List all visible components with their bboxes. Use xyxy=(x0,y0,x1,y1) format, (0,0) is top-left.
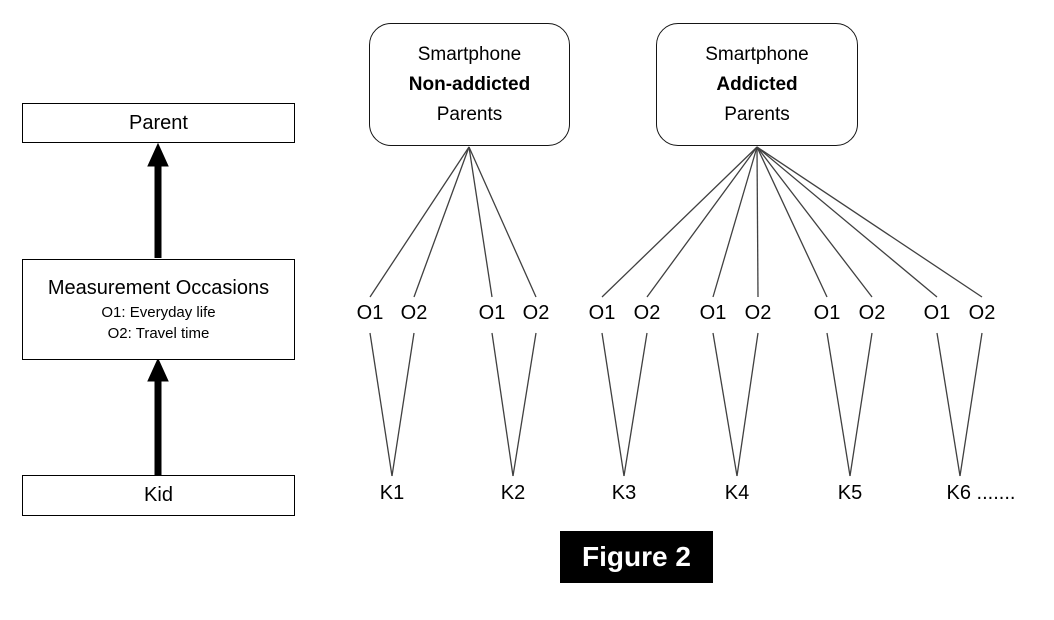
occasion-label: O1 xyxy=(923,302,951,324)
parent-label: Parent xyxy=(129,111,188,134)
parent-box: Parent xyxy=(22,103,295,143)
occasion-label: O2 xyxy=(858,302,886,324)
nonaddicted-parents-box: Smartphone Non-addicted Parents xyxy=(369,23,570,146)
figure-caption: Figure 2 xyxy=(560,531,713,583)
measurement-to-parent-arrow xyxy=(147,142,169,258)
kid-k5-label: K5 xyxy=(837,482,863,504)
kid-k4-label: K4 xyxy=(724,482,750,504)
occasion-to-kid-lines xyxy=(369,332,983,477)
occasion-label: O2 xyxy=(744,302,772,324)
measurement-o1-label: O1: Everyday life xyxy=(101,304,216,321)
measurement-o2-label: O2: Travel time xyxy=(107,325,210,342)
kid-k3-label: K3 xyxy=(611,482,637,504)
fan-lines-addicted xyxy=(601,146,983,298)
addicted-line1: Smartphone xyxy=(705,43,809,65)
occasion-label: O2 xyxy=(968,302,996,324)
kid-label: Kid xyxy=(144,484,173,506)
kid-to-measurement-arrow xyxy=(147,357,169,475)
measurement-occasions-box: Measurement Occasions O1: Everyday life … xyxy=(22,259,295,360)
kid-k2-label: K2 xyxy=(500,482,526,504)
nonaddicted-line2: Non-addicted xyxy=(408,73,531,95)
addicted-line2: Addicted xyxy=(716,73,798,95)
addicted-line3: Parents xyxy=(724,103,790,125)
kid-k1-label: K1 xyxy=(379,482,405,504)
nonaddicted-line1: Smartphone xyxy=(417,43,522,65)
occasion-label: O2 xyxy=(522,302,550,324)
occasion-label: O1 xyxy=(478,302,506,324)
fan-lines-nonaddicted xyxy=(369,146,537,298)
measurement-title: Measurement Occasions xyxy=(47,277,270,299)
addicted-parents-box: Smartphone Addicted Parents xyxy=(656,23,858,146)
occasion-label: O1 xyxy=(813,302,841,324)
occasion-label: O2 xyxy=(633,302,661,324)
occasion-label: O2 xyxy=(400,302,428,324)
nonaddicted-line3: Parents xyxy=(436,103,503,125)
kid-k6-label: K6 ....... xyxy=(946,482,1016,504)
occasion-label: O1 xyxy=(699,302,727,324)
occasion-label: O1 xyxy=(588,302,616,324)
figure-caption-text: Figure 2 xyxy=(582,541,691,572)
kid-box: Kid xyxy=(22,475,295,516)
occasion-label: O1 xyxy=(356,302,384,324)
